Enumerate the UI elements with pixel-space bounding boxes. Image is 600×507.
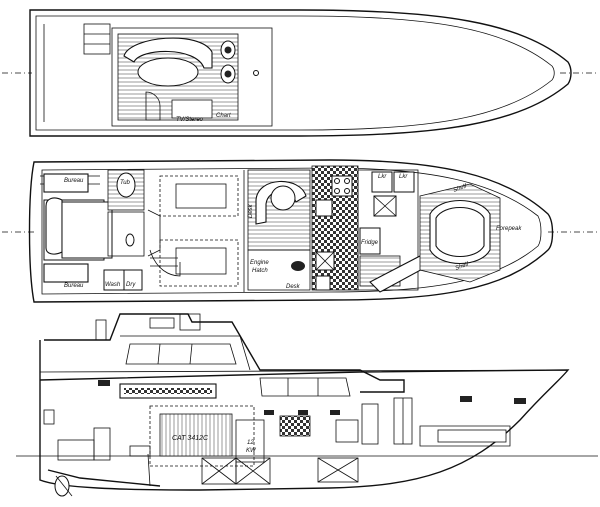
tv-stereo-label: TV/Stereo	[176, 117, 204, 123]
shelf-label-top: Shelf	[453, 183, 469, 194]
aft-stateroom: Bureau Bureau	[40, 173, 113, 289]
tub-label: Tub	[120, 180, 131, 186]
engine-hatch-label-2: Hatch	[252, 268, 268, 274]
bureau-label-top: Bureau	[64, 178, 84, 184]
generator-label-2: KW	[246, 448, 257, 454]
forward-stateroom: Shelf Shelf Forepeak	[419, 183, 522, 283]
master-head: Tub Wash Dry	[103, 169, 145, 291]
chart-label-upper: Chart	[216, 113, 231, 119]
desk-label-bottom: Desk	[286, 284, 301, 290]
salon: Desk Engine Hatch Desk	[247, 169, 311, 291]
shelf-label-bottom: Shelf	[455, 261, 471, 272]
mid-cabin: Fridge Lkr Lkr	[357, 169, 429, 293]
locker-label-2: Lkr	[399, 174, 408, 180]
desk-label-left: Desk	[248, 203, 254, 218]
dry-label: Dry	[126, 282, 136, 288]
generator-label-1: 12	[247, 440, 254, 446]
forepeak-label: Forepeak	[496, 226, 522, 232]
side-profile: CAT 3412C 12 KW	[16, 313, 598, 497]
engine-model-label: CAT 3412C	[172, 435, 209, 442]
side-windows	[98, 343, 526, 415]
flybridge-plan: TV/Stereo Chart	[2, 9, 598, 137]
bureau-label-bottom: Bureau	[64, 283, 84, 289]
wash-label: Wash	[105, 282, 121, 288]
lower-deck-plan: Bureau Bureau Tub Wash Dry	[2, 159, 598, 303]
fridge-label: Fridge	[361, 240, 379, 246]
locker-label-1: Lkr	[378, 174, 387, 180]
engine-hatch-label-1: Engine	[250, 260, 269, 266]
galley	[311, 165, 359, 291]
